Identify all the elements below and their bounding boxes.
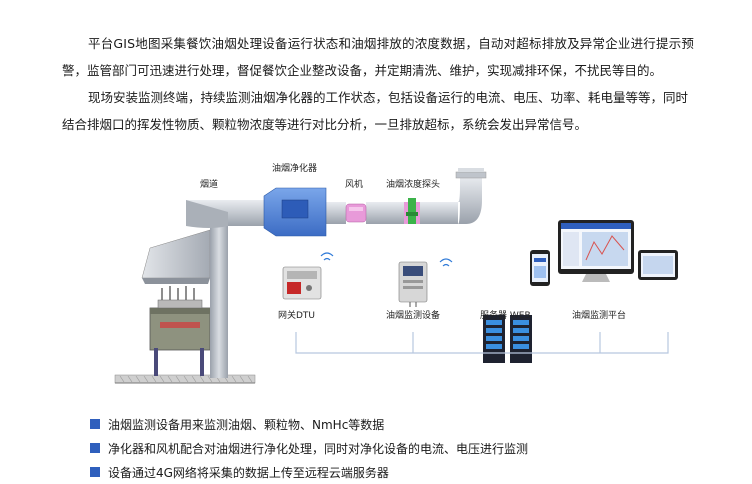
label-dtu: 网关DTU (278, 311, 316, 321)
intro-text: 平台GIS地图采集餐饮油烟处理设备运行状态和油烟排放的浓度数据，自动对超标排放及… (88, 30, 744, 57)
intro-line-2: 警，监管部门可迅速进行处理，督促餐饮企业整改设备，并定期清洗、维护，实现减排环保… (62, 63, 663, 78)
bullet-square-icon (90, 467, 100, 477)
list-item-text: 设备通过4G网络将采集的数据上传至远程云端服务器 (108, 465, 389, 480)
ground (114, 374, 256, 384)
label-server: 服务器 WEB (480, 311, 531, 321)
fan (345, 203, 367, 223)
feature-list: 油烟监测设备用来监测油烟、颗粒物、NmHc等数据 净化器和风机配合对油烟进行净化… (90, 412, 528, 484)
dtu-device (282, 252, 334, 300)
bullet-square-icon (90, 419, 100, 429)
platform-devices (530, 220, 678, 286)
list-item-text: 油烟监测设备用来监测油烟、颗粒物、NmHc等数据 (108, 417, 385, 432)
stove (149, 286, 211, 376)
flue-vertical (210, 212, 228, 378)
duct (186, 168, 487, 228)
servers (483, 315, 532, 363)
label-fan: 风机 (345, 180, 364, 190)
range-hood (141, 229, 211, 284)
label-platform: 油烟监测平台 (572, 311, 627, 321)
intro-line-3: 现场安装监测终端，持续监测油烟净化器的工作状态，包括设备运行的电流、电压、功率、… (88, 90, 689, 105)
label-monitor: 油烟监测设备 (386, 311, 441, 321)
probe (404, 198, 420, 224)
list-item: 油烟监测设备用来监测油烟、颗粒物、NmHc等数据 (90, 412, 528, 436)
intro-line-4: 结合排烟口的挥发性物质、颗粒物浓度等进行对比分析，一旦排放超标，系统会发出异常信… (62, 117, 588, 132)
list-item: 净化器和风机配合对油烟进行净化处理，同时对净化设备的电流、电压进行监测 (90, 436, 528, 460)
monitor-device (398, 258, 453, 307)
bullet-square-icon (90, 443, 100, 453)
label-probe: 油烟浓度探头 (386, 180, 441, 190)
network-lines (295, 332, 669, 354)
list-item: 设备通过4G网络将采集的数据上传至远程云端服务器 (90, 460, 528, 484)
diagram-graphic (114, 168, 678, 384)
purifier (263, 187, 327, 237)
intro-line-1: 平台GIS地图采集餐饮油烟处理设备运行状态和油烟排放的浓度数据，自动对超标排放及… (88, 36, 695, 51)
label-purifier: 油烟净化器 (272, 164, 318, 174)
label-flue: 烟道 (200, 180, 219, 190)
list-item-text: 净化器和风机配合对油烟进行净化处理，同时对净化设备的电流、电压进行监测 (108, 441, 529, 456)
system-diagram: 烟道 油烟净化器 风机 油烟浓度探头 网关DTU 油烟监测设备 服务器 WEB … (0, 150, 752, 400)
